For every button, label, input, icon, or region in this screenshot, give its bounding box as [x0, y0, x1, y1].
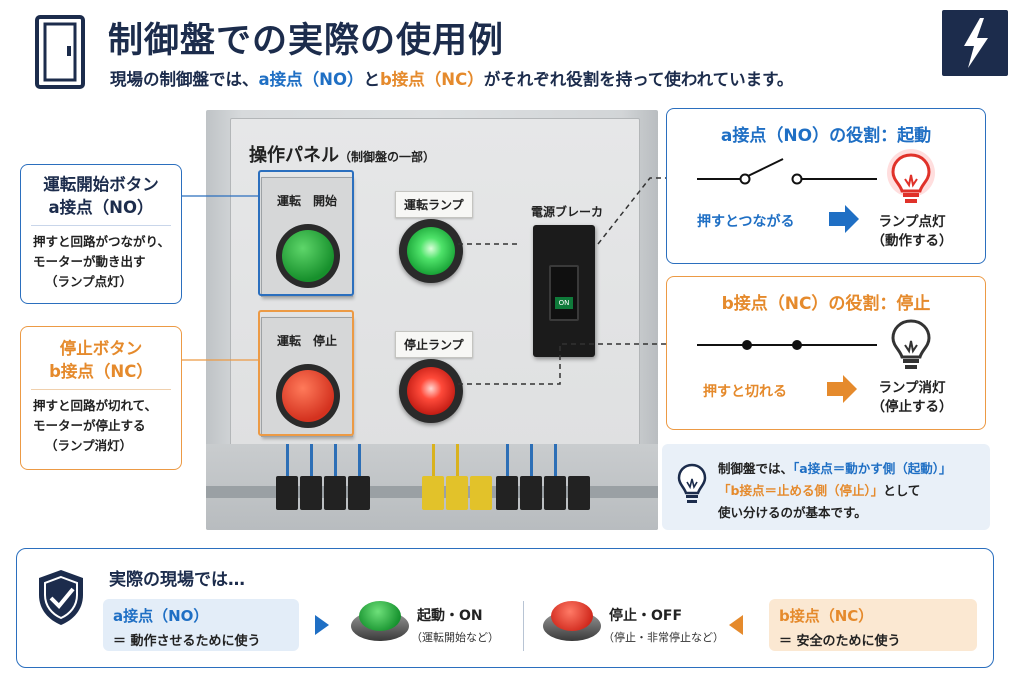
- stop-callout-subtitle: b接点（NC）: [49, 362, 153, 381]
- stop-button-callout: 停止ボタン b接点（NC） 押すと回路が切れて、 モーターが停止する （ランプ消…: [20, 326, 182, 470]
- b-role-result: ランプ消灯 （停止する）: [871, 380, 953, 415]
- nc-contact-symbol: [697, 340, 877, 403]
- divider: [523, 601, 524, 651]
- start-button-plate: 運転 開始: [261, 177, 353, 297]
- terminal-block: [568, 476, 590, 510]
- power-breaker[interactable]: ON: [533, 225, 595, 357]
- terminal-block: [422, 476, 444, 510]
- terminal-block: [520, 476, 542, 510]
- b-role-title: b接点（NC）の役割：停止: [721, 294, 931, 314]
- terminal-block: [348, 476, 370, 510]
- terminal-block: [276, 476, 298, 510]
- start-callout-title: 運転開始ボタン: [43, 175, 159, 194]
- start-button-callout: 運転開始ボタン a接点（NO） 押すと回路がつながり、 モーターが動き出す （ラ…: [20, 164, 182, 304]
- summary-title: 実際の現場では…: [109, 570, 245, 590]
- lightning-icon: [964, 18, 988, 68]
- start-callout-body: 押すと回路がつながり、 モーターが動き出す （ランプ点灯）: [33, 234, 171, 289]
- stop-push-button[interactable]: [276, 364, 340, 428]
- brand-logo: [942, 10, 1008, 76]
- run-lamp: [399, 219, 463, 283]
- start-button-highlight: [258, 170, 354, 296]
- panel-title: 操作パネル（制御盤の一部）: [249, 145, 436, 166]
- breaker-label: 電源ブレーカ: [531, 205, 604, 219]
- green-button-icon: [351, 601, 409, 643]
- b-role-action: 押すと切れる: [703, 384, 787, 400]
- summary-a-contact: a接点（NO） ＝ 動作させるために使う: [103, 599, 299, 651]
- stop-callout-title: 停止ボタン: [59, 339, 143, 358]
- no-contact-symbol: [697, 158, 877, 233]
- stop-button-plate: 運転 停止: [261, 317, 353, 437]
- page-title: 制御盤での実際の使用例: [108, 21, 505, 61]
- page-subtitle: 現場の制御盤では、a接点（NO）とb接点（NC）がそれぞれ役割を持って使われてい…: [110, 70, 794, 89]
- summary-stop-label: 停止・OFF: [609, 608, 683, 624]
- start-callout-subtitle: a接点（NO）: [48, 198, 154, 217]
- breaker-on-label: ON: [555, 297, 573, 309]
- unlit-bulb-icon: [891, 319, 931, 369]
- start-push-button[interactable]: [276, 224, 340, 288]
- lit-bulb-icon: [887, 149, 935, 203]
- run-lamp-label: 運転ランプ: [395, 191, 473, 218]
- stop-lamp: [399, 359, 463, 423]
- control-panel-photo: 操作パネル（制御盤の一部） 運転 開始 運転 停止 運転ランプ 停止ランプ 電源…: [206, 110, 658, 530]
- stop-plate-label: 運転 停止: [276, 334, 337, 348]
- summary-start-sub: （運転開始など）: [411, 631, 499, 644]
- stop-callout-body: 押すと回路が切れて、 モーターが停止する （ランプ消灯）: [33, 398, 158, 453]
- a-role-action: 押すとつながる: [697, 214, 795, 230]
- panel-face: 操作パネル（制御盤の一部） 運転 開始 運転 停止 運転ランプ 停止ランプ 電源…: [230, 118, 640, 450]
- stop-button-highlight: [258, 310, 354, 436]
- b-contact-role-box: b接点（NC）の役割：停止 押すと切れる ランプ消灯 （停止する）: [666, 276, 986, 430]
- terminal-block: [446, 476, 468, 510]
- a-role-title: a接点（NO）の役割：起動: [720, 126, 932, 146]
- terminal-block: [470, 476, 492, 510]
- terminal-block: [544, 476, 566, 510]
- lightbulb-icon: [677, 463, 707, 503]
- shield-check-icon: [39, 570, 83, 625]
- tip-text: 制御盤では、「a接点＝動かす側（起動）」 「b接点＝止める側（停止）」として 使…: [718, 461, 952, 520]
- start-plate-label: 運転 開始: [276, 194, 337, 208]
- breaker-switch[interactable]: ON: [549, 265, 579, 321]
- summary-b-contact: b接点（NC） ＝ 安全のために使う: [769, 599, 977, 651]
- terminal-block-area: [206, 444, 658, 530]
- terminal-block: [324, 476, 346, 510]
- terminal-block: [496, 476, 518, 510]
- a-contact-role-box: a接点（NO）の役割：起動 押すとつながる ランプ点灯 （動作する）: [666, 108, 986, 264]
- tip-box: 制御盤では、「a接点＝動かす側（起動）」 「b接点＝止める側（停止）」として 使…: [662, 444, 990, 530]
- arrow-right-icon: [315, 615, 329, 635]
- a-role-result: ランプ点灯 （動作する）: [871, 214, 953, 249]
- summary-stop-sub: （停止・非常停止など）: [603, 631, 724, 644]
- stop-lamp-label: 停止ランプ: [395, 331, 473, 358]
- arrow-left-icon: [729, 615, 743, 635]
- summary-box: 実際の現場では… a接点（NO） ＝ 動作させるために使う 起動・ON （運転開…: [16, 548, 994, 668]
- red-button-icon: [543, 601, 601, 643]
- summary-start-label: 起動・ON: [417, 608, 483, 624]
- terminal-block: [300, 476, 322, 510]
- control-cabinet-icon: [35, 15, 85, 89]
